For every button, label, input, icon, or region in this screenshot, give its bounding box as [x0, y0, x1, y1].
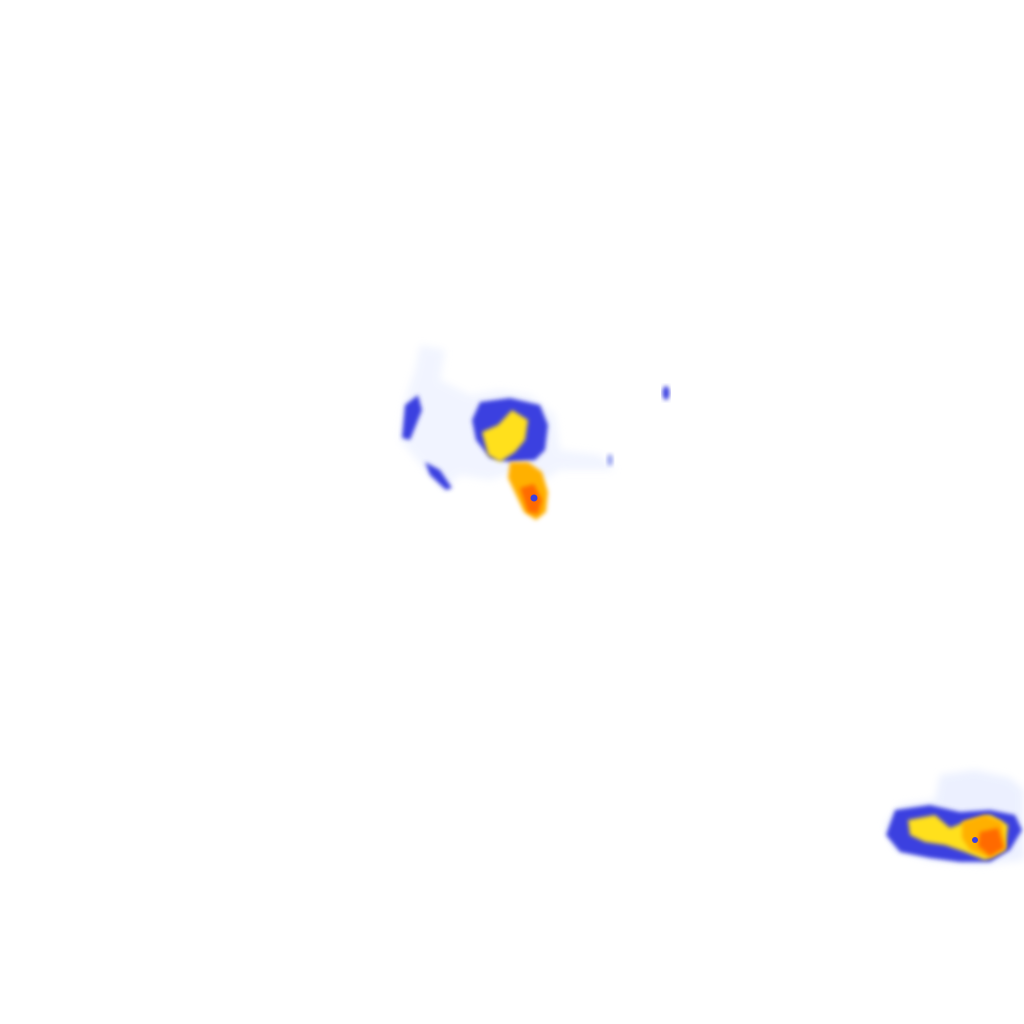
cell-center-left-band: [402, 395, 422, 440]
cell-center-yellow: [482, 410, 528, 462]
cell-center-hole: [530, 494, 538, 502]
speck-right: [662, 386, 670, 400]
cell-br-red: [978, 828, 1004, 856]
cell-center-lower-band: [425, 462, 452, 490]
cell-br-hole: [972, 837, 978, 843]
speck-mid: [607, 454, 613, 466]
cell-center: [400, 345, 615, 520]
cell-bottom-right: [885, 770, 1024, 865]
